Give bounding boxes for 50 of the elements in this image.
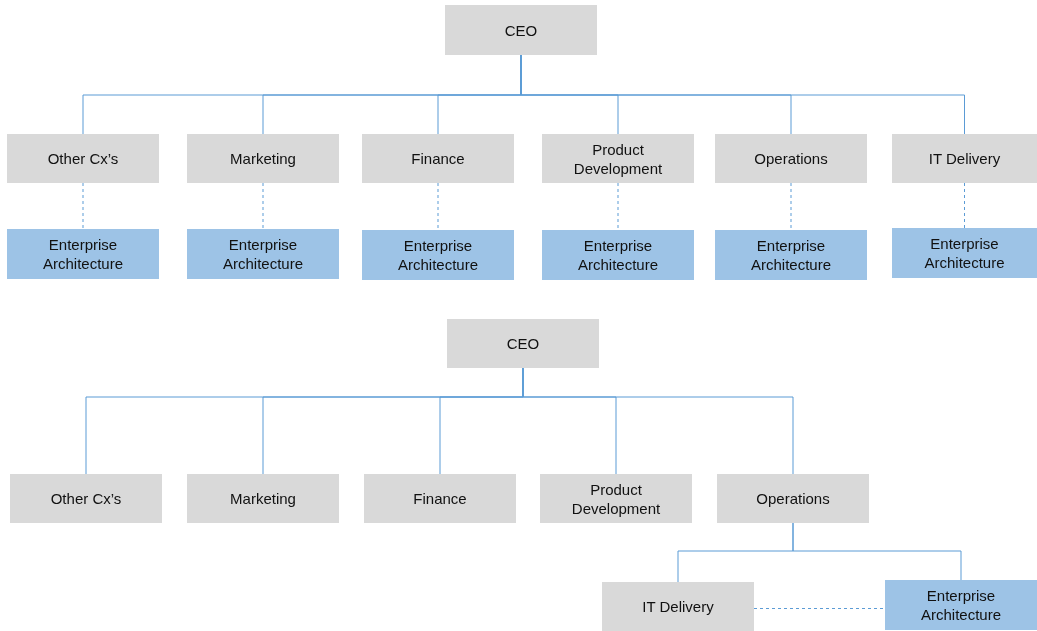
role-label: CEO: [506, 334, 540, 353]
role-label: Enterprise Architecture: [576, 236, 659, 274]
role-box: [892, 134, 1037, 183]
role-label: Product Development: [572, 139, 664, 178]
role-label: IT Delivery: [928, 149, 1001, 168]
role-box: [542, 134, 694, 183]
role-label: IT Delivery: [642, 597, 714, 616]
role-label: Finance: [413, 489, 467, 508]
dashed-connector: [617, 182, 619, 231]
role-box: [715, 134, 867, 183]
architecture-box: [892, 228, 1037, 278]
dashed-connector: [964, 182, 965, 229]
role-label: Other Cx’s: [50, 489, 122, 508]
role-label: Marketing: [230, 489, 296, 508]
role-box: [364, 474, 516, 523]
role-box: [362, 134, 514, 183]
dashed-connector: [790, 182, 792, 231]
dashed-connector: [82, 182, 84, 230]
role-box: [447, 319, 599, 368]
role-box: [187, 134, 339, 183]
role-label: Enterprise Architecture: [919, 586, 1002, 624]
role-label: Operations: [754, 149, 828, 168]
role-label: Operations: [756, 489, 830, 508]
dashed-connector: [262, 182, 264, 230]
architecture-box: [362, 230, 514, 280]
role-box: [7, 134, 159, 183]
role-box: [10, 474, 162, 523]
role-label: Marketing: [230, 149, 296, 168]
role-label: Enterprise Architecture: [41, 235, 124, 273]
role-label: Enterprise Architecture: [923, 234, 1006, 272]
role-label: Enterprise Architecture: [749, 236, 832, 274]
role-label: Enterprise Architecture: [396, 236, 479, 274]
architecture-box: [7, 229, 159, 279]
role-box: [602, 582, 754, 631]
connector-line: [792, 522, 962, 581]
role-label: Finance: [411, 149, 465, 168]
role-label: Enterprise Architecture: [221, 235, 304, 273]
architecture-box: [187, 229, 339, 279]
architecture-box: [885, 580, 1037, 630]
architecture-box: [542, 230, 694, 280]
role-label: Other Cx’s: [47, 149, 119, 168]
dashed-connector: [753, 608, 886, 609]
role-box: [717, 474, 869, 523]
dashed-connector: [437, 182, 439, 231]
role-box: [187, 474, 339, 523]
role-box: [445, 5, 597, 55]
role-label: CEO: [504, 20, 538, 40]
role-label: Product Development: [570, 479, 662, 518]
architecture-box: [715, 230, 867, 280]
role-box: [540, 474, 692, 523]
